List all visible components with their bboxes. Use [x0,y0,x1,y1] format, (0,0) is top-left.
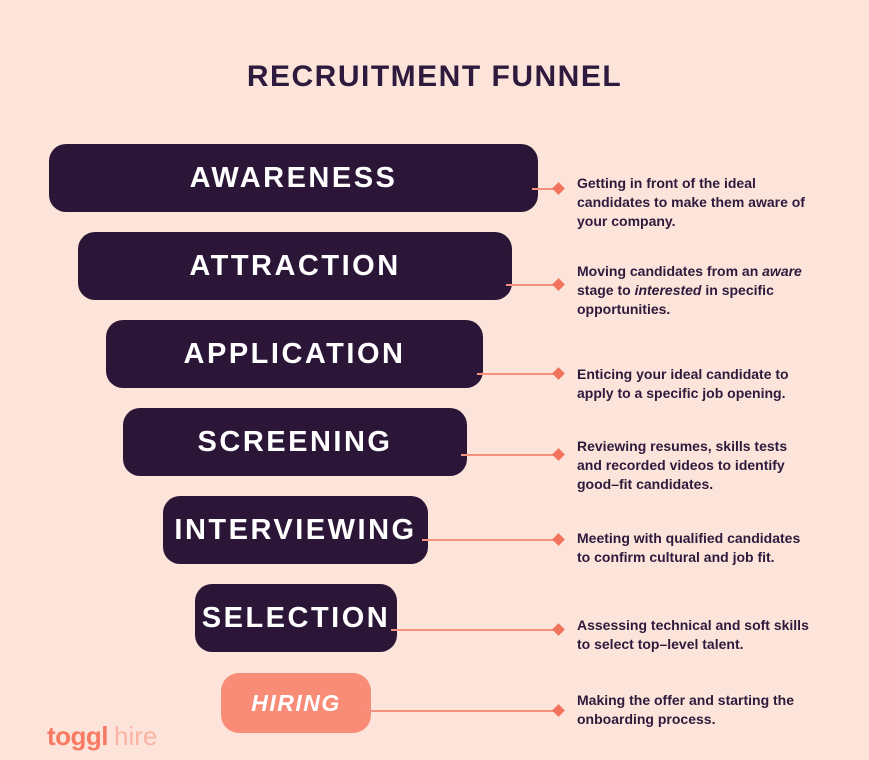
diamond-marker-icon [552,182,565,195]
description-text-italic: interested [634,282,702,298]
description-text-italic: aware [762,263,802,279]
connector-line [391,629,556,631]
stage-description-attraction: Moving candidates from an aware stage to… [577,262,859,319]
diamond-marker-icon [552,448,565,461]
connector-line [422,539,556,541]
connector-line [461,454,556,456]
description-text: Enticing your ideal candidate to apply t… [577,366,789,401]
funnel-stage-selection: SELECTION [195,584,397,652]
stage-description-awareness: Getting in front of the ideal candidates… [577,174,859,231]
stage-description-interviewing: Meeting with qualified candidates to con… [577,529,859,567]
connector-line [365,710,556,712]
connector-line [506,284,556,286]
description-text: Moving candidates from an [577,263,763,279]
description-text: Making the offer and starting the onboar… [577,692,795,727]
description-text: Meeting with qualified candidates to con… [577,530,801,565]
stage-label: AWARENESS [189,161,398,194]
stage-label: SELECTION [201,601,391,634]
page-title: RECRUITMENT FUNNEL [246,60,623,93]
stage-description-application: Enticing your ideal candidate to apply t… [577,365,859,403]
funnel-stage-attraction: ATTRACTION [78,232,512,300]
diamond-marker-icon [552,367,565,380]
stage-description-screening: Reviewing resumes, skills tests and reco… [577,437,859,494]
description-text: stage to [577,282,631,298]
funnel-stage-application: APPLICATION [106,320,483,388]
funnel-stage-screening: SCREENING [123,408,467,476]
stage-description-selection: Assessing technical and soft skills to s… [577,616,859,654]
description-text: Assessing technical and soft skills to s… [577,617,809,652]
funnel-stage-interviewing: INTERVIEWING [163,496,428,564]
description-text: Reviewing resumes, skills tests and reco… [577,438,788,492]
logo-hire: hire [114,721,158,751]
diamond-marker-icon [552,704,565,717]
stage-label: SCREENING [197,425,393,458]
funnel-stage-awareness: AWARENESS [49,144,538,212]
stage-label: APPLICATION [183,337,406,370]
stage-label: INTERVIEWING [174,513,417,546]
stage-label: ATTRACTION [189,249,401,282]
stage-label: HIRING [251,689,341,716]
diamond-marker-icon [552,623,565,636]
stage-description-hiring: Making the offer and starting the onboar… [577,691,859,729]
connector-line [532,188,556,190]
logo-toggl: toggl [47,721,109,751]
diamond-marker-icon [552,278,565,291]
description-text: Getting in front of the ideal candidates… [577,175,805,229]
diamond-marker-icon [552,533,565,546]
funnel-stage-hiring: HIRING [221,673,371,733]
description-text: in specific opportunities. [577,282,774,317]
connector-line [477,373,556,375]
